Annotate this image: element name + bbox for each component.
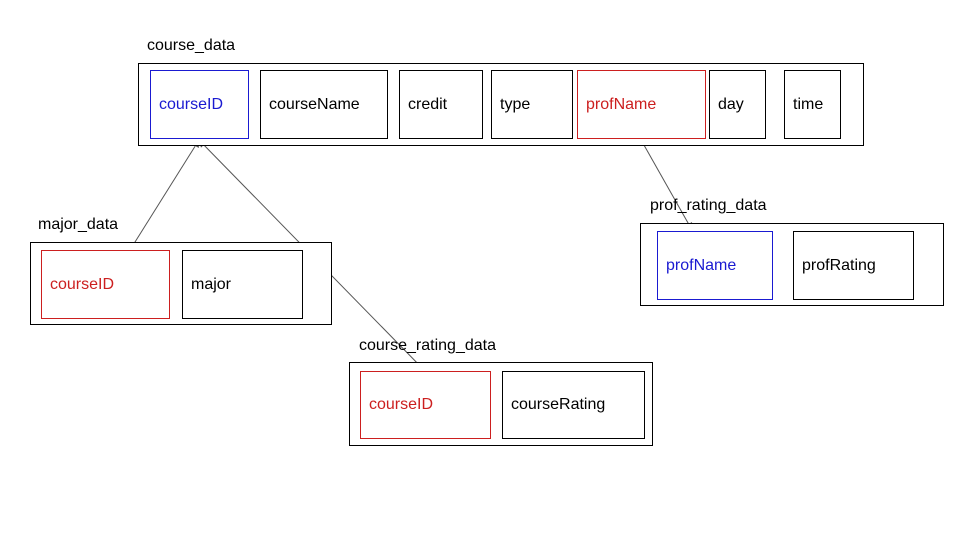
course-data-field-type: type [491,70,573,139]
course-data-field-profname: profName [577,70,706,139]
course-rating-data-table: courseID courseRating [349,362,653,446]
prof-rating-data-table: profName profRating [640,223,944,306]
major-data-field-courseid: courseID [41,250,170,319]
major-data-table-name: major_data [38,216,119,233]
course-data-table-name: course_data [147,37,236,54]
connector-course-to-prof-rating [639,137,693,231]
course-data-table: courseID courseName credit type profName… [138,63,864,146]
prof-rating-data-table-name: prof_rating_data [650,197,767,214]
prof-rating-data-field-profrating: profRating [793,231,914,300]
course-data-field-coursename: courseName [260,70,388,139]
prof-rating-data-field-profname: profName [657,231,773,300]
course-data-field-day: day [709,70,766,139]
course-rating-data-field-courserating: courseRating [502,371,645,439]
major-data-table: courseID major [30,242,332,325]
connector-major-to-course [129,139,200,251]
course-data-field-credit: credit [399,70,483,139]
course-data-field-courseid: courseID [150,70,249,139]
major-data-field-major: major [182,250,303,319]
course-rating-data-table-name: course_rating_data [359,337,496,354]
course-rating-data-field-courseid: courseID [360,371,491,439]
course-data-field-time: time [784,70,841,139]
